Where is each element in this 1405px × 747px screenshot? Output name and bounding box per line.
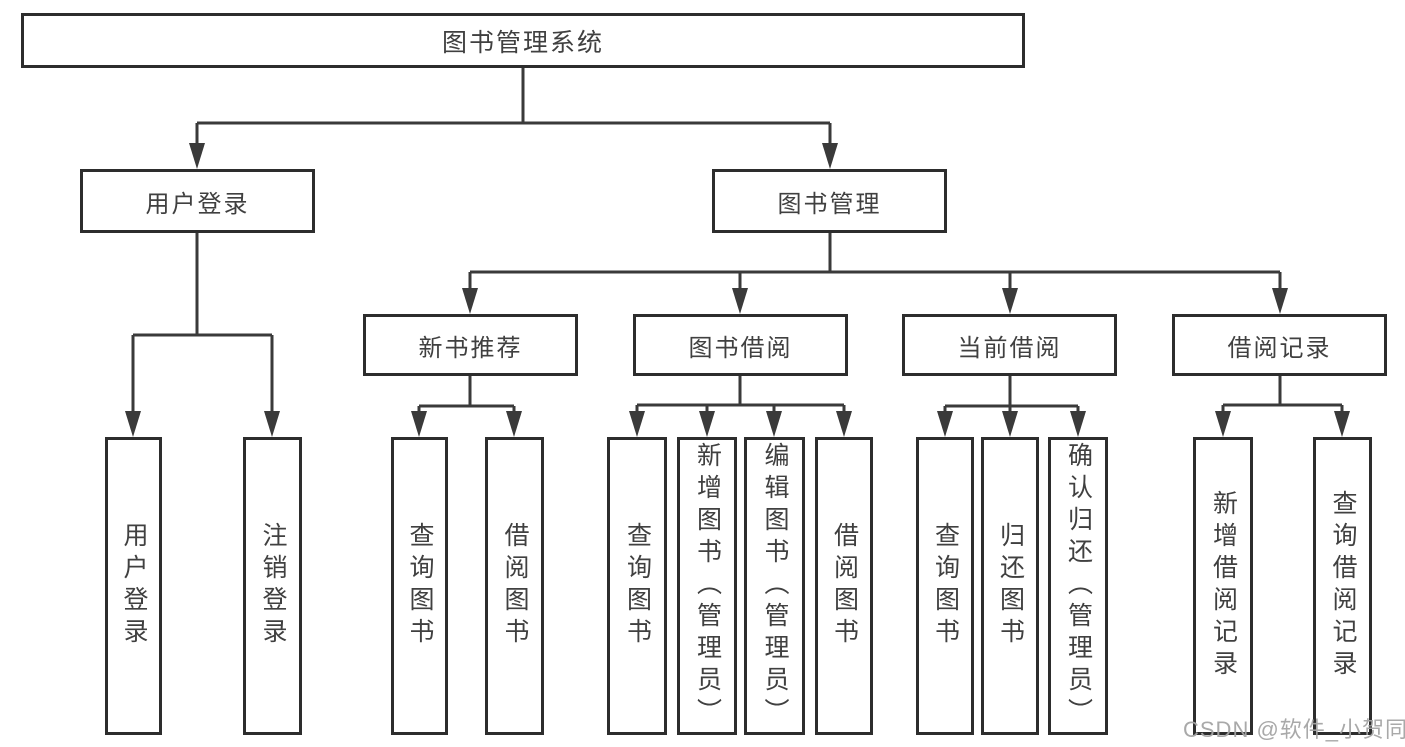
connector-new-book-children <box>411 376 522 437</box>
leaf-user-login-label: 用户登录 <box>120 522 148 650</box>
node-new-book-recommend: 新书推荐 <box>363 314 578 376</box>
leaf-logout-login: 注销登录 <box>243 437 302 735</box>
leaf-add-borrow-record: 新增借阅记录 <box>1193 437 1253 735</box>
leaf-return-books-label: 归还图书 <box>996 522 1025 650</box>
node-book-management: 图书管理 <box>712 169 947 233</box>
leaf-query-borrow-record: 查询借阅记录 <box>1313 437 1372 735</box>
connector-current-borrow-children <box>937 376 1086 437</box>
leaf-query-books-recommend: 查询图书 <box>391 437 448 735</box>
leaf-logout-login-label: 注销登录 <box>259 522 287 650</box>
node-borrowing-records: 借阅记录 <box>1172 314 1387 376</box>
leaf-add-borrow-record-label: 新增借阅记录 <box>1209 490 1238 682</box>
leaf-query-borrow-record-label: 查询借阅记录 <box>1329 490 1357 682</box>
node-book-borrowing: 图书借阅 <box>633 314 848 376</box>
leaf-user-login: 用户登录 <box>105 437 162 735</box>
connector-borrow-record-children <box>1215 376 1350 437</box>
leaf-borrow-books-recommend: 借阅图书 <box>485 437 544 735</box>
node-current-borrowing: 当前借阅 <box>902 314 1117 376</box>
leaf-confirm-return-admin: 确认归还（管理员） <box>1048 437 1108 735</box>
leaf-query-books-current: 查询图书 <box>916 437 974 735</box>
connector-book-borrow-children <box>629 376 852 437</box>
node-book-management-system: 图书管理系统 <box>21 13 1025 68</box>
leaf-edit-books-admin-label: 编辑图书（管理员） <box>761 442 789 730</box>
connector-user-login-children <box>125 233 280 437</box>
leaf-borrow-books-label: 借阅图书 <box>830 522 859 650</box>
leaf-query-books-recommend-label: 查询图书 <box>406 522 434 650</box>
leaf-query-books-borrowing-label: 查询图书 <box>623 522 652 650</box>
connector-book-mgmt-to-level3 <box>462 233 1288 314</box>
leaf-query-books-current-label: 查询图书 <box>931 522 960 650</box>
node-user-login: 用户登录 <box>80 169 315 233</box>
leaf-confirm-return-admin-label: 确认归还（管理员） <box>1064 442 1093 730</box>
csdn-watermark: CSDN @软件_小贺同学 <box>1183 717 1405 742</box>
leaf-edit-books-admin: 编辑图书（管理员） <box>744 437 805 735</box>
leaf-return-books: 归还图书 <box>981 437 1039 735</box>
leaf-add-books-admin: 新增图书（管理员） <box>677 437 737 735</box>
leaf-borrow-books-recommend-label: 借阅图书 <box>501 522 529 650</box>
leaf-borrow-books: 借阅图书 <box>815 437 873 735</box>
leaf-query-books-borrowing: 查询图书 <box>607 437 667 735</box>
connector-root-to-level2 <box>189 68 838 169</box>
leaf-add-books-admin-label: 新增图书（管理员） <box>693 442 722 730</box>
